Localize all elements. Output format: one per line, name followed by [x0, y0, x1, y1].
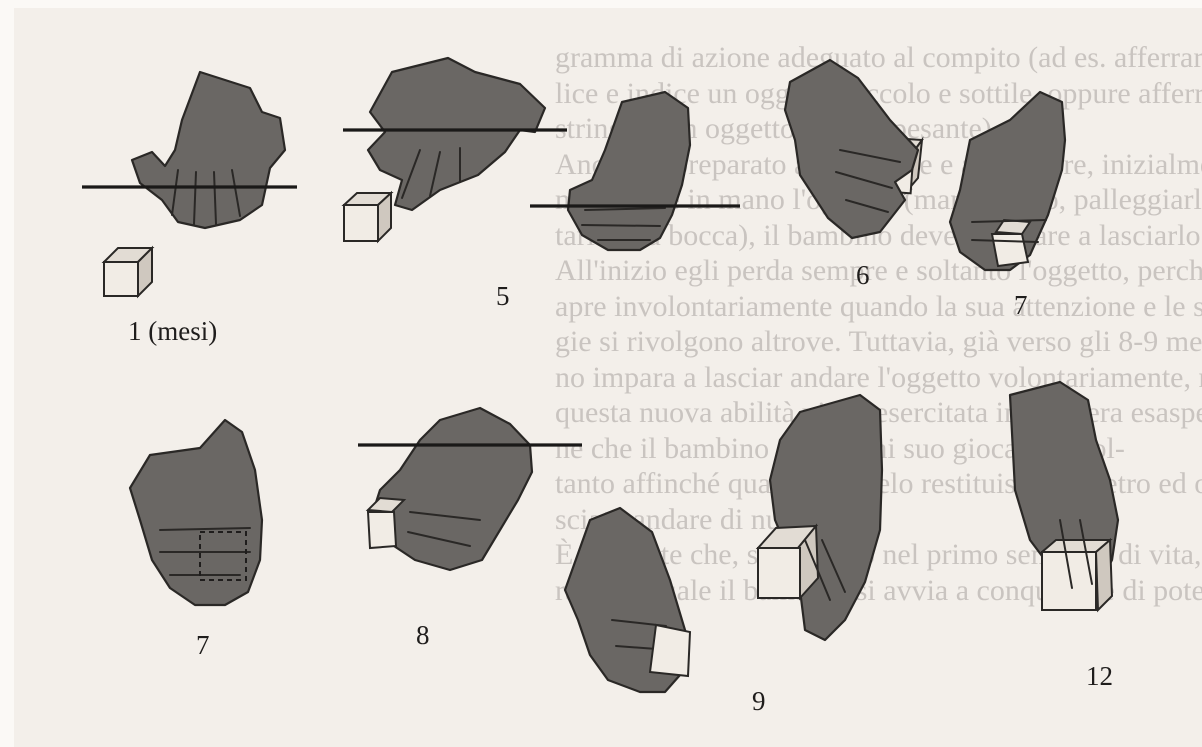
caption-9-months: 9 — [752, 688, 766, 715]
card-icon — [650, 625, 690, 676]
cube-icon — [758, 526, 818, 598]
caption-1-month: 1 (mesi) — [128, 318, 217, 345]
hand-7-months-cube — [950, 92, 1065, 270]
hand-5-months — [343, 58, 567, 241]
hand-6-months-cube — [785, 60, 922, 238]
caption-7-months: 7 — [1014, 292, 1028, 319]
hand-6-months-grip — [530, 92, 740, 250]
caption-5-months: 5 — [496, 283, 510, 310]
hand-9-months — [758, 395, 882, 640]
cube-icon — [104, 248, 152, 296]
hand-1-month — [82, 72, 297, 296]
cube-icon — [344, 193, 391, 241]
caption-12-months: 12 — [1086, 663, 1113, 690]
caption-7-months-bottom: 7 — [196, 632, 210, 659]
hand-12-months — [1010, 382, 1118, 610]
hand-8-months-bar — [358, 408, 582, 570]
caption-6-months: 6 — [856, 262, 870, 289]
caption-8-months: 8 — [416, 622, 430, 649]
cube-icon — [1042, 540, 1112, 610]
hand-7-months-hidden-cube — [130, 420, 262, 605]
hand-8-months-card — [565, 508, 690, 692]
